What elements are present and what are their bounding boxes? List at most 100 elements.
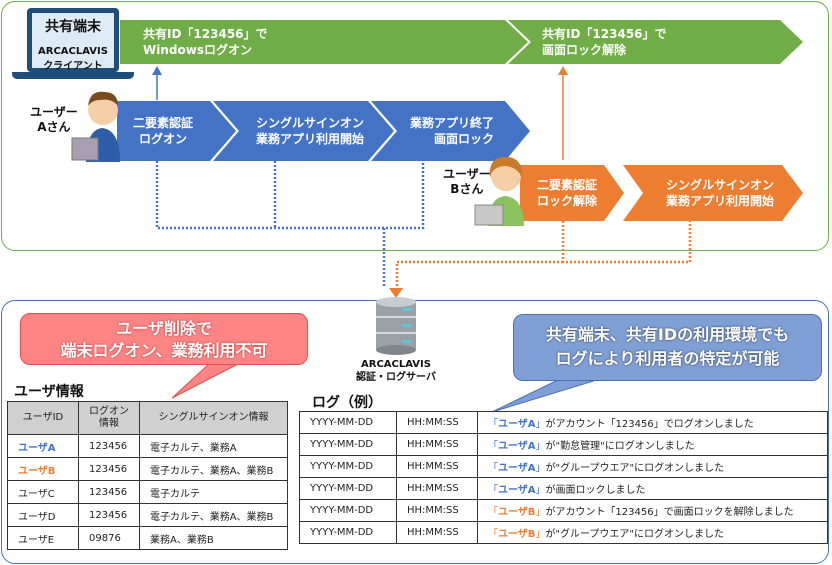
sso-info-cell: 電子カルテ、業務A xyxy=(139,434,288,458)
blue-up-arrow-icon xyxy=(152,66,162,75)
log-bracket-open: 「 xyxy=(488,529,498,540)
orange-step-1-shape xyxy=(520,165,624,221)
terminal-title: 共有端末 xyxy=(45,19,101,35)
server-label: ARCACLAVIS 認証・ログサーバ xyxy=(356,359,436,383)
user-b-label: ユーザー Bさん xyxy=(443,167,491,196)
log-message-cell: 「ユーザB」が"グループウエア"にログオンしました xyxy=(477,521,828,544)
log-user-name: ユーザA xyxy=(498,463,536,474)
user-id-cell: ユーザA xyxy=(7,434,79,458)
database-server-icon xyxy=(376,297,416,355)
log-date-cell: YYYY-MM-DD xyxy=(299,477,397,500)
user-id-cell: ユーザC xyxy=(7,480,79,504)
logon-info-cell: 123456 xyxy=(78,457,140,481)
log-user-name: ユーザB xyxy=(498,529,536,540)
orange-step-two-factor-unlock: 二要素認証 ロック解除 xyxy=(537,178,598,208)
log-message-cell: 「ユーザA」がアカウント「123456」でログオンしました xyxy=(477,411,828,434)
blue-step-screen-lock: 業務アプリ終了 画面ロック xyxy=(410,116,495,146)
log-time-cell: HH:MM:SS xyxy=(396,455,478,478)
log-date-cell: YYYY-MM-DD xyxy=(299,455,397,478)
log-message-cell: 「ユーザA」が"勤怠管理"にログオンしました xyxy=(477,433,828,456)
user-a-avatar-icon xyxy=(71,91,120,162)
log-date-cell: YYYY-MM-DD xyxy=(299,521,397,544)
log-message-text: が"グループウエア"にログオンしました xyxy=(545,529,725,540)
log-time-cell: HH:MM:SS xyxy=(396,411,478,434)
log-message-text: がアカウント「123456」でログオンしました xyxy=(545,419,754,430)
log-user-name: ユーザB xyxy=(498,507,536,518)
user-identification-callout: 共有端末、共有IDの利用環境でも ログにより利用者の特定が可能 xyxy=(513,314,822,381)
sso-info-cell: 電子カルテ、業務A、業務B xyxy=(139,457,288,481)
user-deletion-callout: ユーザ削除で 端末ログオン、業務利用不可 xyxy=(20,313,308,365)
log-time-cell: HH:MM:SS xyxy=(396,499,478,522)
blue-step-two-factor-logon: 二要素認証 ログオン xyxy=(133,116,194,146)
blue-step-sso-start: シングルサインオン 業務アプリ利用開始 xyxy=(256,116,365,146)
log-user-name: ユーザA xyxy=(498,441,536,452)
shared-terminal-flow-panel xyxy=(1,1,829,251)
log-message-cell: 「ユーザA」が"グループウエア"にログオンしました xyxy=(477,455,828,478)
log-user-name: ユーザA xyxy=(498,419,536,430)
sso-info-cell: 業務A、業務B xyxy=(139,526,288,550)
green-step-windows-logon: 共有ID「123456」で Windowsログオン xyxy=(143,27,268,57)
green-step-1-shape xyxy=(120,20,528,64)
terminal-client-name: ARCACLAVIS xyxy=(38,46,108,57)
server-down-arrow-icon xyxy=(389,288,403,298)
orange-step-2-shape xyxy=(623,165,803,221)
user-info-title: ユーザ情報 xyxy=(14,384,84,400)
user-b-log-connectors xyxy=(395,221,692,292)
user-id-cell: ユーザB xyxy=(7,457,79,481)
log-bracket-open: 「 xyxy=(488,507,498,518)
green-step-2-shape xyxy=(508,20,803,64)
col-user-id: ユーザID xyxy=(7,401,79,435)
user-id-cell: ユーザE xyxy=(7,526,79,550)
log-bracket-open: 「 xyxy=(488,463,498,474)
laptop-base xyxy=(12,72,134,79)
log-message-cell: 「ユーザA」が画面ロックしました xyxy=(477,477,828,500)
log-message-text: が画面ロックしました xyxy=(545,485,646,496)
log-bracket-close: 」 xyxy=(535,419,546,430)
terminal-client-label: クライアント xyxy=(43,61,103,72)
log-title: ログ（例） xyxy=(312,395,382,411)
user-a-label: ユーザー Aさん xyxy=(30,105,78,134)
log-time-cell: HH:MM:SS xyxy=(396,521,478,544)
log-date-cell: YYYY-MM-DD xyxy=(299,499,397,522)
log-message-cell: 「ユーザB」がアカウント「123456」で画面ロックを解除しました xyxy=(477,499,828,522)
log-message-text: がアカウント「123456」で画面ロックを解除しました xyxy=(545,507,794,518)
log-bracket-open: 「 xyxy=(488,441,498,452)
log-message-text: が"勤怠管理"にログオンしました xyxy=(545,441,695,452)
log-date-cell: YYYY-MM-DD xyxy=(299,411,397,434)
log-bracket-open: 「 xyxy=(488,485,498,496)
log-time-cell: HH:MM:SS xyxy=(396,477,478,500)
logon-info-cell: 123456 xyxy=(78,480,140,504)
log-bracket-close: 」 xyxy=(535,463,546,474)
orange-step-sso-start: シングルサインオン 業務アプリ利用開始 xyxy=(666,178,775,208)
log-bracket-close: 」 xyxy=(535,507,546,518)
log-message-text: が"グループウエア"にログオンしました xyxy=(545,463,725,474)
log-time-cell: HH:MM:SS xyxy=(396,433,478,456)
log-user-name: ユーザA xyxy=(498,485,536,496)
log-bracket-close: 」 xyxy=(535,529,546,540)
user-b-avatar-icon xyxy=(474,156,524,226)
user-table-header: ユーザID ログオン 情報 シングルサインオン情報 xyxy=(7,401,288,435)
user-id-cell: ユーザD xyxy=(7,503,79,527)
shared-terminal-laptop-icon: 共有端末 ARCACLAVIS クライアント xyxy=(27,8,119,72)
red-callout-tail xyxy=(171,362,241,399)
col-sso-info: シングルサインオン情報 xyxy=(139,401,288,435)
green-step-unlock: 共有ID「123456」で 画面ロック解除 xyxy=(542,27,667,57)
blue-step-3-shape xyxy=(371,101,530,161)
logon-info-cell: 123456 xyxy=(78,503,140,527)
blue-step-1-shape xyxy=(117,101,236,161)
logon-info-cell: 09876 xyxy=(78,526,140,550)
